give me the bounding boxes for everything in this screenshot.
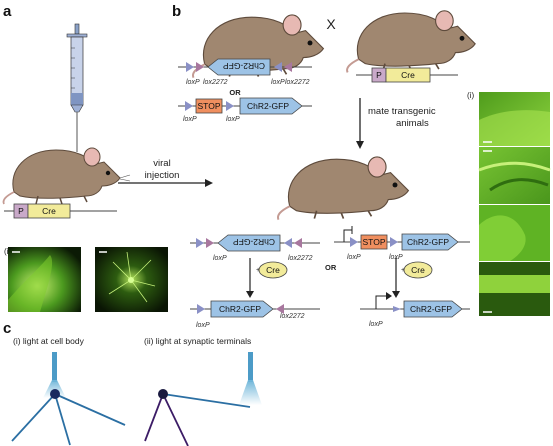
- chr2-gfp-box: [239, 97, 303, 115]
- mate-label-2: animals: [396, 118, 429, 129]
- loxp-site: [226, 101, 234, 111]
- panel-label-a: a: [3, 3, 12, 20]
- chr2-gfp-label: ChR2-GFP: [247, 101, 289, 111]
- loxp-site: [390, 237, 398, 247]
- cre-box-a: [27, 203, 71, 219]
- lox2272-site: [196, 62, 204, 72]
- loxp-site: [350, 237, 358, 247]
- mouse-offspring: [276, 156, 410, 221]
- neuron-diagram-ii: [144, 352, 262, 446]
- lox2272-label: lox2272: [285, 79, 310, 86]
- loxp-label: loxP: [186, 79, 200, 86]
- chr2-gfp-inverted-label: ChR2-GFP: [223, 61, 265, 71]
- loxp-label: loxP: [389, 254, 403, 261]
- lox2272-site: [284, 62, 292, 72]
- loxp-label: loxP: [213, 255, 227, 262]
- loxp-site: [393, 306, 401, 312]
- loxp-site: [284, 238, 292, 248]
- lox2272-label: lox2272: [288, 255, 313, 262]
- arrow-down-right: [392, 258, 400, 298]
- lox2272-site: [294, 238, 302, 248]
- lox2272-site: [206, 238, 214, 248]
- chr2-gfp-label: ChR2-GFP: [410, 304, 452, 314]
- fluorescence-image-a2: [95, 247, 168, 312]
- cre-ellipse-label: Cre: [411, 265, 425, 275]
- label-light-synaptic: (ii) light at synaptic terminals: [144, 336, 251, 346]
- chr2-gfp-box: [403, 300, 463, 318]
- chr2-gfp-box: [401, 233, 459, 251]
- mate-arrow: [356, 98, 364, 149]
- viral-label-2: injection: [145, 170, 180, 181]
- cre-label-a: Cre: [42, 206, 56, 216]
- label-light-cell-body: (i) light at cell body: [13, 336, 85, 346]
- loxp-site: [196, 238, 204, 248]
- cre-ellipse: [258, 261, 288, 279]
- stop-box: [360, 234, 388, 250]
- mouse-a: [2, 147, 131, 205]
- promoter-arrowhead: [386, 292, 392, 300]
- viral-label-1: viral: [153, 158, 170, 169]
- chr2-gfp-inverted-box: [217, 234, 281, 252]
- chr2-gfp-inverted-box: [207, 58, 271, 76]
- cre-label-b: Cre: [401, 70, 415, 80]
- loxp-site: [185, 101, 193, 111]
- loxp-site: [197, 304, 205, 314]
- cre-box-b: [385, 67, 431, 83]
- promoter-bent-arrow: [343, 229, 352, 242]
- panel-label-c: c: [3, 320, 11, 337]
- cre-ellipse-label: Cre: [266, 265, 280, 275]
- promoter-label-b: P: [376, 70, 382, 80]
- stop-box: [195, 98, 223, 114]
- brain-slice-images: [478, 92, 551, 316]
- inset-label-b: (i): [467, 91, 474, 100]
- loxp-site: [186, 62, 194, 72]
- chr2-gfp-label: ChR2-GFP: [407, 237, 449, 247]
- promoter-label-a: P: [18, 206, 24, 216]
- cre-ellipse: [403, 261, 433, 279]
- fluorescence-image-a1: [8, 247, 81, 312]
- inset-label-a: (i): [4, 247, 11, 256]
- chr2-gfp-inverted-label: ChR2-GFP: [233, 237, 275, 247]
- mouse-b1: [191, 14, 325, 79]
- loxp-label: loxP: [226, 116, 240, 123]
- cross-symbol: X: [326, 16, 336, 32]
- loxp-site: [274, 62, 282, 72]
- lox2272-site: [276, 304, 284, 314]
- loxp-label: loxP: [196, 322, 210, 329]
- plus-label: +: [256, 267, 260, 274]
- promoter-bent-arrow: [375, 295, 386, 309]
- arrow-down-left: [246, 258, 254, 298]
- loxp-label: loxP: [369, 321, 383, 328]
- plus-label: +: [401, 267, 405, 274]
- stop-label: STOP: [198, 101, 221, 111]
- chr2-gfp-label: ChR2-GFP: [219, 304, 261, 314]
- viral-injection-arrow: [118, 179, 213, 187]
- loxp-label: loxP: [271, 79, 285, 86]
- lox2272-label: lox2272: [203, 79, 228, 86]
- loxp-label: loxP: [347, 254, 361, 261]
- mouse-b2: [346, 10, 476, 73]
- loxp-label: loxP: [183, 116, 197, 123]
- chr2-gfp-box: [210, 300, 274, 318]
- syringe: [66, 23, 88, 152]
- neuron-diagram-i: [11, 352, 126, 446]
- lox2272-label: lox2272: [280, 313, 305, 320]
- or-label-2: OR: [325, 263, 337, 272]
- stop-label: STOP: [363, 237, 386, 247]
- or-label-1: OR: [229, 88, 241, 97]
- mate-label-1: mate transgenic: [368, 106, 436, 117]
- panel-label-b: b: [172, 3, 181, 20]
